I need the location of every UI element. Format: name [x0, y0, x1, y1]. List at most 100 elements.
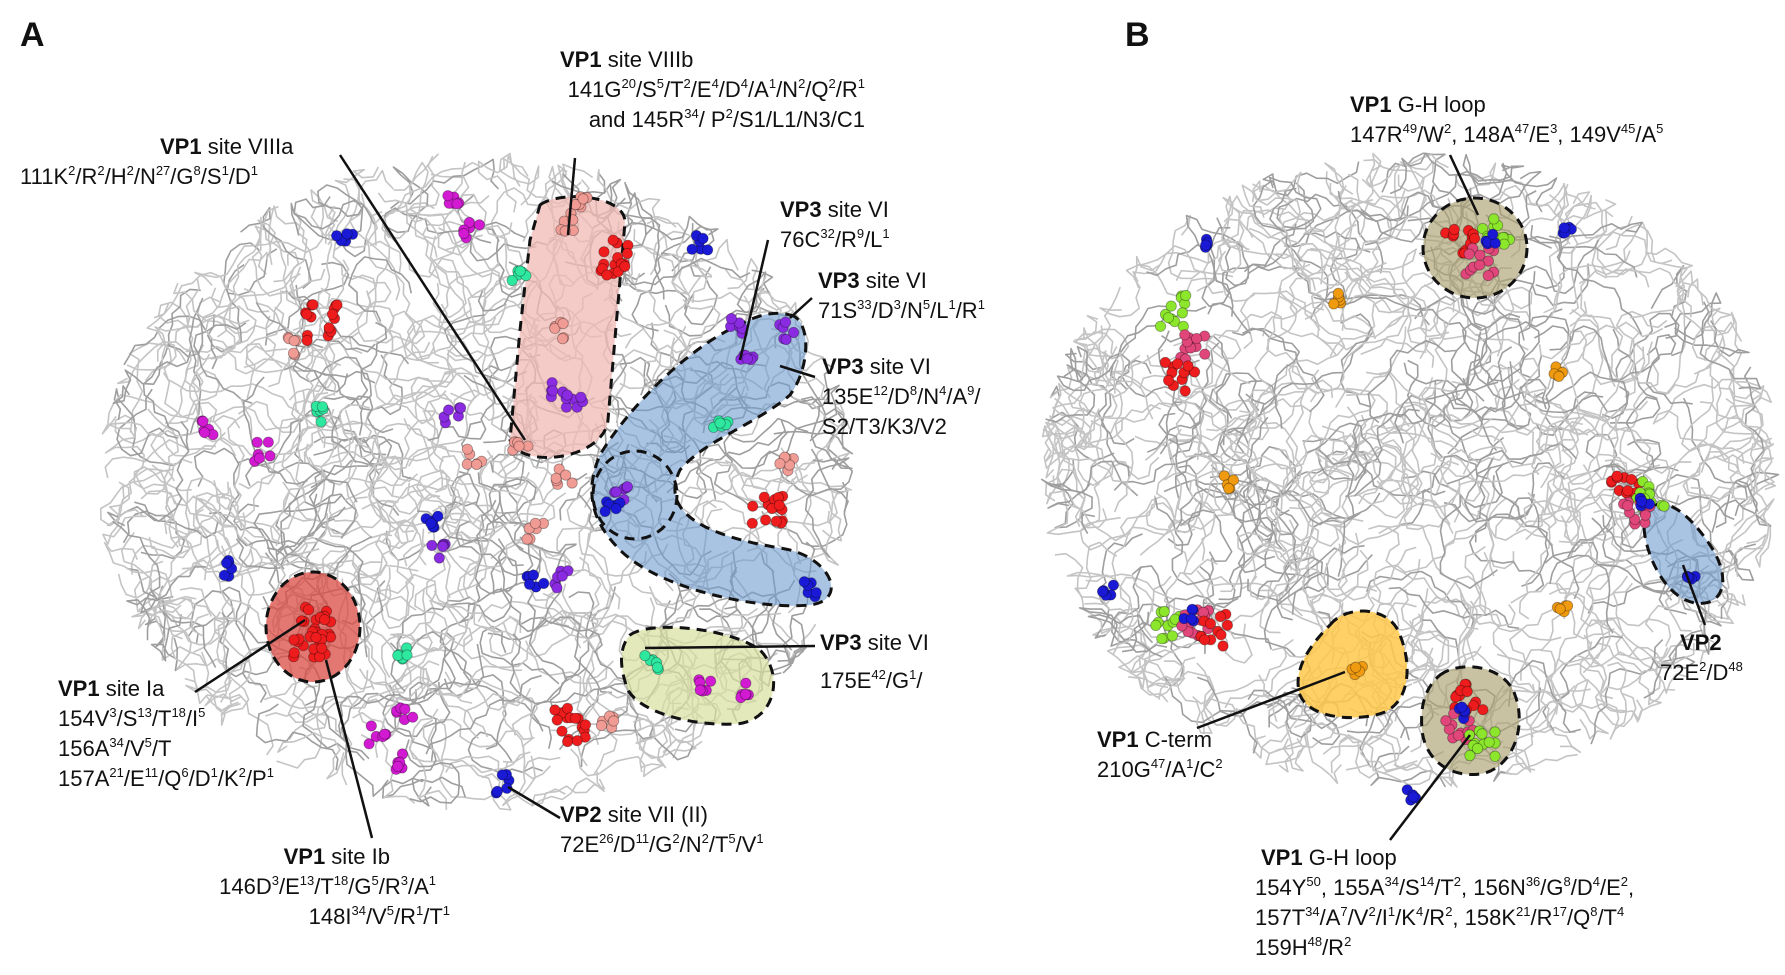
backbone-strand	[1243, 462, 1300, 531]
backbone-strand	[317, 184, 365, 236]
atom-sphere	[262, 436, 274, 448]
backbone-strand	[1609, 328, 1661, 424]
atom-sphere	[610, 503, 622, 515]
backbone-strand	[1653, 378, 1763, 424]
atom-sphere	[575, 391, 587, 403]
backbone-strand	[181, 492, 239, 570]
backbone-strand	[418, 297, 541, 359]
protein-backbone-a	[100, 152, 854, 811]
residue-cluster-magenta	[693, 674, 717, 697]
backbone-strand	[240, 206, 313, 290]
backbone-strand	[1192, 391, 1238, 465]
backbone-strand	[1550, 264, 1650, 318]
backbone-strand	[1269, 187, 1329, 299]
atom-sphere	[551, 714, 563, 726]
atom-sphere	[639, 649, 651, 662]
backbone-strand	[1368, 523, 1471, 610]
backbone-strand	[283, 364, 373, 436]
atom-sphere	[704, 675, 717, 687]
backbone-strand	[1106, 644, 1196, 681]
backbone-strand	[312, 362, 355, 449]
backbone-strand	[1589, 642, 1662, 723]
backbone-strand	[204, 646, 274, 707]
atom-sphere	[774, 457, 786, 470]
backbone-strand	[331, 422, 451, 459]
backbone-strand	[167, 288, 204, 358]
backbone-strand	[1074, 314, 1119, 394]
atom-sphere	[301, 308, 313, 320]
backbone-strand	[1556, 400, 1649, 486]
backbone-strand	[1228, 446, 1293, 571]
backbone-strand	[269, 469, 324, 556]
backbone-strand	[1337, 435, 1359, 577]
backbone-strand	[1262, 161, 1360, 197]
site-name: site Ib	[325, 844, 390, 869]
backbone-strand	[1711, 479, 1772, 533]
backbone-strand	[1529, 634, 1592, 738]
atom-sphere	[1482, 269, 1494, 282]
backbone-strand	[1329, 314, 1428, 359]
backbone-strand	[1469, 510, 1545, 593]
atom-sphere	[1456, 701, 1468, 713]
backbone-strand	[1645, 333, 1693, 405]
backbone-strand	[443, 674, 507, 750]
backbone-strand	[479, 625, 560, 685]
backbone-strand	[1367, 339, 1456, 424]
atom-sphere	[714, 417, 726, 429]
backbone-strand	[1443, 453, 1541, 523]
backbone-strand	[1045, 421, 1132, 491]
residue-cluster-salmon	[507, 436, 534, 456]
backbone-strand	[192, 495, 263, 583]
backbone-strand	[165, 369, 220, 425]
region-vp3-site-vi	[590, 311, 833, 608]
atom-sphere	[513, 440, 525, 452]
atom-sphere	[315, 416, 327, 428]
atom-sphere	[307, 299, 319, 311]
residue-cluster-purple	[426, 538, 451, 564]
backbone-strand	[289, 212, 344, 310]
site-name: site VII (II)	[601, 802, 708, 827]
backbone-strand	[1210, 428, 1252, 501]
backbone-strand	[428, 599, 515, 657]
panel-label-a: A	[20, 16, 45, 54]
residue-cluster-green	[707, 415, 734, 433]
backbone-strand	[1192, 696, 1306, 755]
atom-sphere	[740, 677, 752, 689]
backbone-strand	[403, 418, 486, 533]
atom-sphere	[701, 244, 714, 256]
backbone-strand	[281, 290, 335, 405]
atom-sphere	[425, 517, 437, 529]
backbone-strand	[477, 472, 577, 555]
backbone-strand	[116, 388, 179, 457]
backbone-strand	[1132, 240, 1248, 283]
residue-cluster-pink	[1440, 708, 1479, 746]
atom-sphere	[571, 735, 583, 747]
atom-sphere	[560, 469, 572, 481]
backbone-strand	[1520, 378, 1604, 414]
residue-line: 135E12/D8/N4/A9/	[822, 383, 981, 409]
residue-cluster-blue	[490, 768, 515, 799]
protein-name: VP1	[1097, 727, 1139, 752]
backbone-strand	[1394, 370, 1503, 444]
backbone-strand	[1675, 270, 1743, 342]
backbone-strand	[255, 302, 349, 393]
residue-line: 71S33/D3/N5/L1/R1	[818, 297, 985, 323]
backbone-strand	[184, 677, 274, 756]
backbone-strand	[1361, 160, 1434, 192]
atom-sphere	[1471, 742, 1484, 755]
backbone-strand	[1373, 532, 1477, 603]
backbone-strand	[1709, 335, 1772, 445]
atom-sphere	[607, 234, 619, 246]
atom-sphere	[326, 308, 339, 320]
label-vp1-site-ia: VP1 site Ia 154V3/S13/T18/I5 156A34/V5/T…	[58, 674, 274, 794]
atom-sphere	[798, 576, 810, 588]
residue-cluster-salmon	[569, 191, 593, 213]
backbone-strand	[140, 490, 266, 539]
backbone-strand	[1498, 330, 1588, 395]
atom-sphere	[619, 260, 631, 272]
backbone-strand	[1418, 386, 1493, 444]
backbone-strand	[365, 211, 417, 334]
backbone-strand	[276, 662, 323, 769]
label-vp1-site-viiib: VP1 site VIIIb 141G20/S5/T2/E4/D4/A1/N2/…	[550, 45, 870, 135]
residue-cluster-pink	[1460, 242, 1500, 282]
